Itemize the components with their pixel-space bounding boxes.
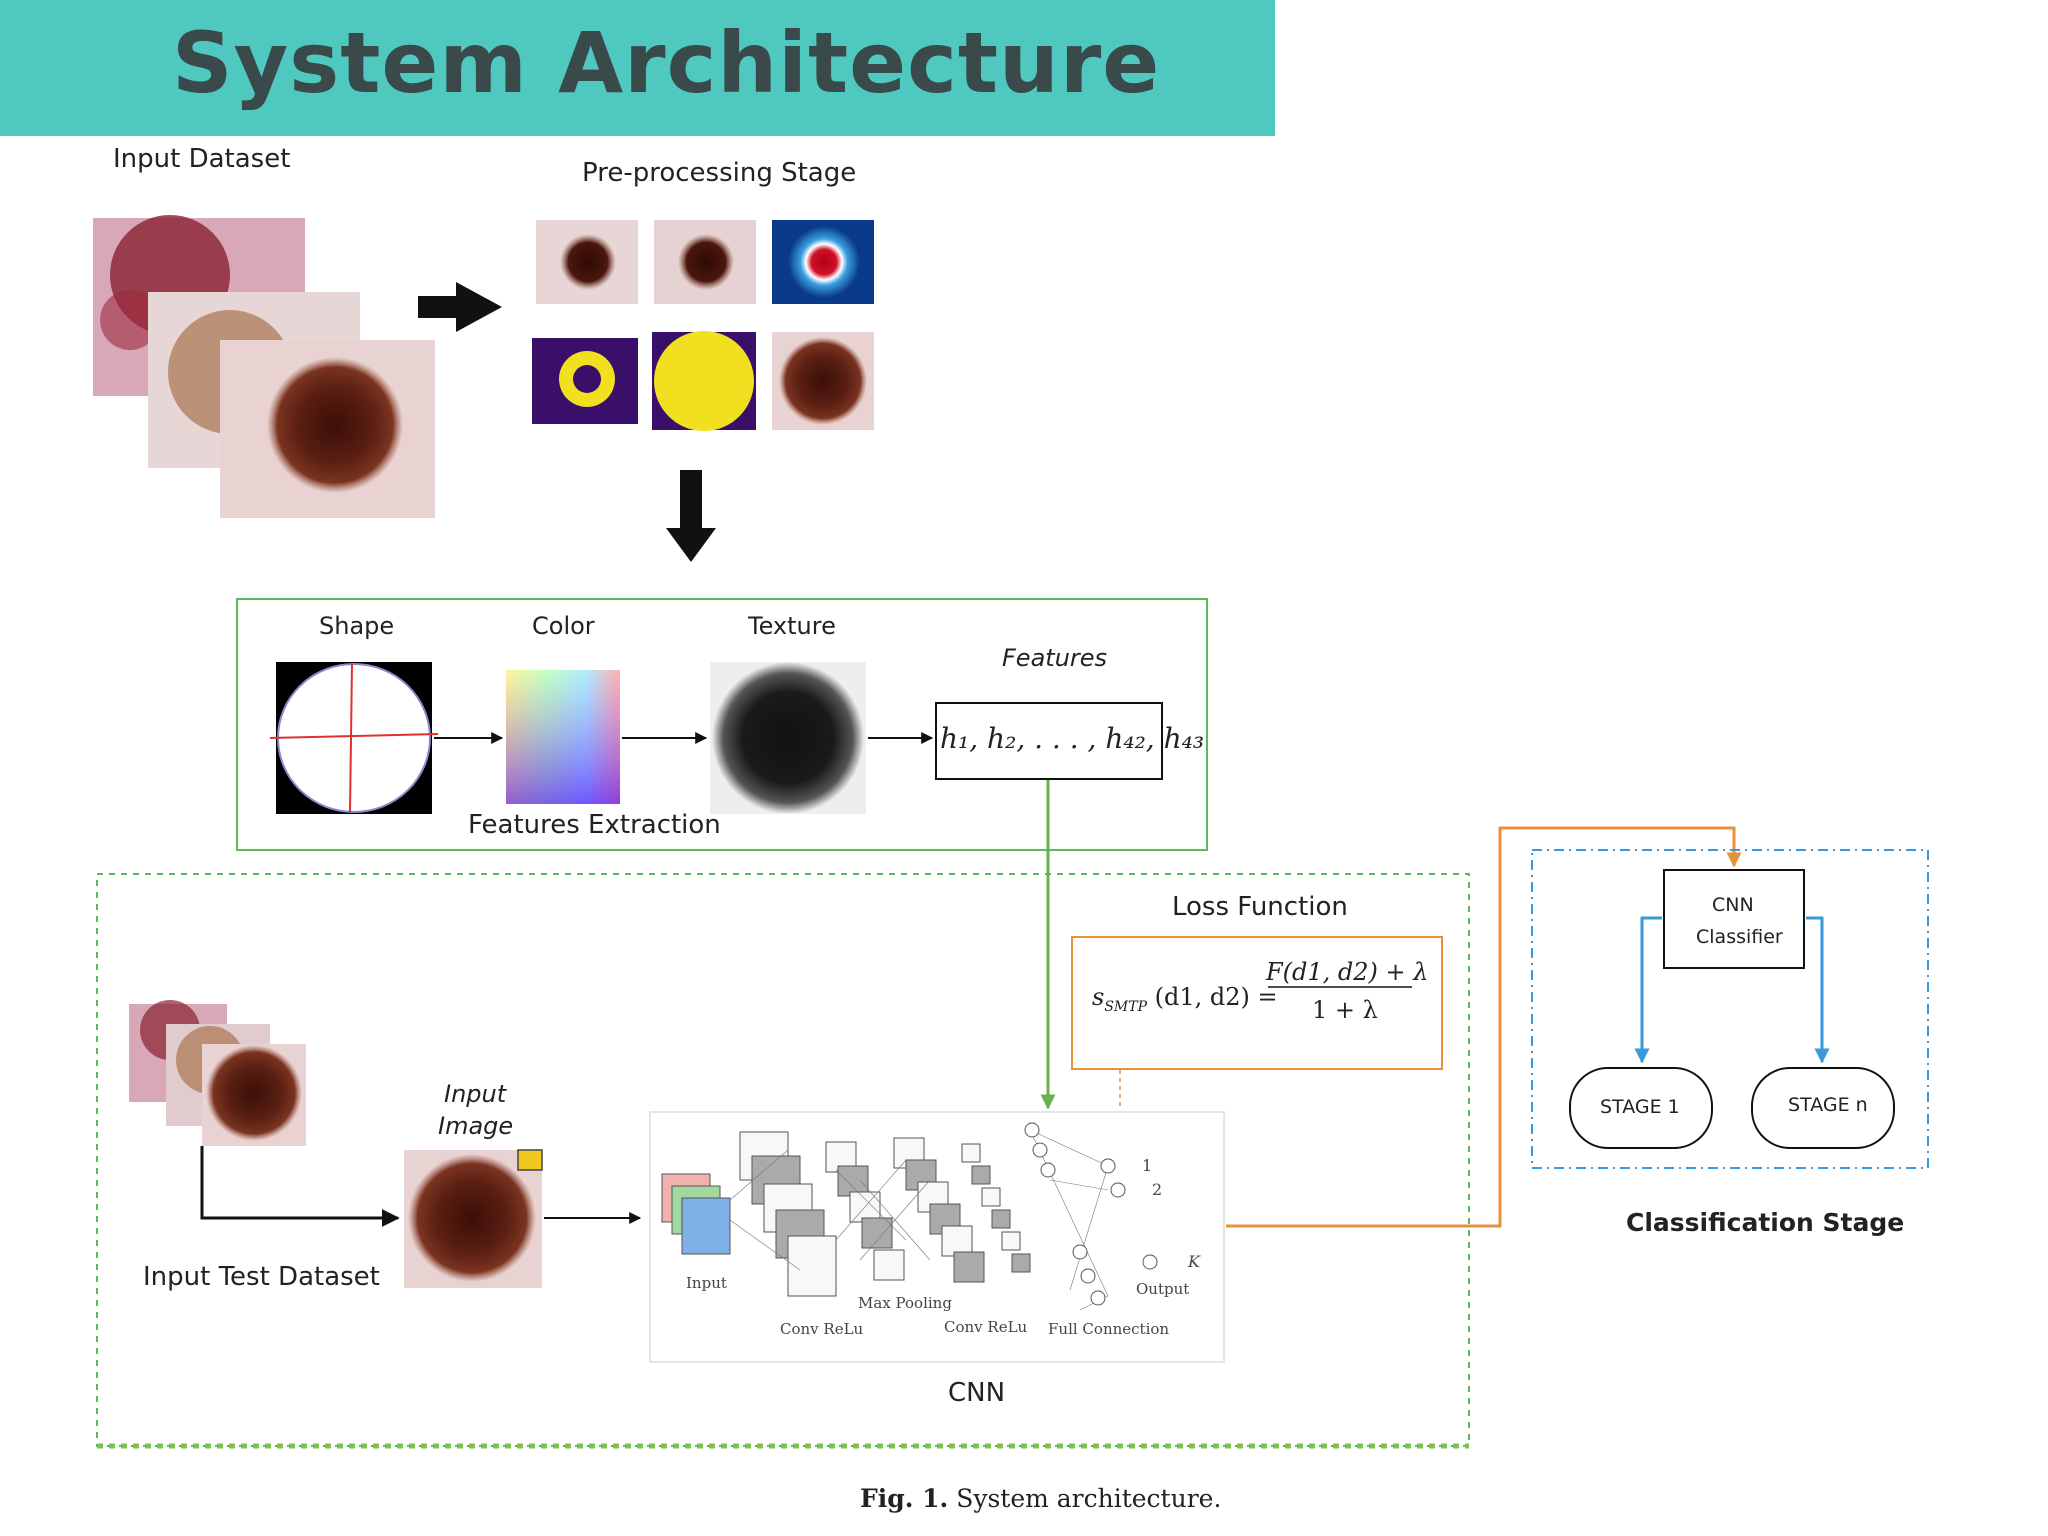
cnn-classifier-line1: CNN [1712, 894, 1754, 916]
classification-stage-label: Classification Stage [1626, 1208, 1905, 1237]
figure-caption-text: System architecture. [956, 1484, 1222, 1513]
features-extraction-box [236, 598, 1208, 851]
arrow-right-preprocess [418, 282, 502, 332]
cnn-conv1-label: Conv ReLu [780, 1320, 864, 1338]
input-test-dataset-label: Input Test Dataset [143, 1262, 380, 1292]
stage-n-label: STAGE n [1788, 1094, 1868, 1116]
cnn-classifier-line2: Classifier [1696, 926, 1783, 948]
features-vector: h₁, h₂, . . . , h₄₂, h₄₃ [940, 722, 1205, 755]
cnn-classifier-box [1663, 869, 1805, 969]
title-bar [0, 0, 1275, 136]
input-dataset-label: Input Dataset [113, 144, 291, 174]
stage-1-box [1569, 1067, 1713, 1149]
cnn-output-label: Output [1136, 1280, 1190, 1298]
features-extraction-label: Features Extraction [468, 810, 721, 840]
loss-args: (d1, d2) = [1154, 983, 1278, 1011]
loss-lhs-symbol: s [1092, 983, 1105, 1011]
loss-lhs: sSMTP (d1, d2) = [1092, 983, 1278, 1015]
input-dataset-images [93, 215, 435, 518]
input-image-label-2: Image [438, 1112, 514, 1140]
cnn-out-2: 2 [1152, 1180, 1163, 1199]
page-title: System Architecture [172, 14, 1161, 112]
cnn-label: CNN [948, 1378, 1006, 1408]
shape-label: Shape [319, 612, 395, 640]
cnn-conv2-label: Conv ReLu [944, 1318, 1028, 1336]
texture-image [710, 662, 866, 814]
cnn-out-k: K [1188, 1252, 1200, 1271]
arrow-down-features [666, 470, 716, 562]
color-image [506, 670, 620, 804]
classification-box [1531, 849, 1929, 1169]
preprocessing-grid [532, 220, 874, 431]
features-vector-box [935, 702, 1163, 780]
figure-number: Fig. 1. [860, 1484, 949, 1513]
cnn-architecture [661, 1122, 1158, 1311]
input-image [404, 1149, 543, 1288]
preprocessing-label: Pre-processing Stage [582, 158, 857, 188]
orange-path [1226, 826, 1742, 1228]
test-dataset-images [129, 1000, 306, 1146]
loss-function-label: Loss Function [1172, 892, 1348, 922]
cnn-out-1: 1 [1142, 1156, 1153, 1175]
features-label: Features [1002, 644, 1108, 672]
stage-1-label: STAGE 1 [1600, 1096, 1680, 1118]
loss-function-box [1071, 936, 1443, 1070]
cnn-fc-label: Full Connection [1048, 1320, 1170, 1338]
loss-lhs-subscript: SMTP [1104, 998, 1148, 1015]
color-label: Color [532, 612, 595, 640]
shape-image [269, 662, 439, 814]
cnn-input-label: Input [686, 1274, 727, 1292]
figure-caption: Fig. 1. System architecture. [860, 1484, 1221, 1513]
loss-denominator: 1 + λ [1312, 996, 1378, 1024]
input-image-label-1: Input [444, 1080, 507, 1108]
loss-numerator: F(d1, d2) + λ [1266, 958, 1429, 986]
stage-n-box [1751, 1067, 1895, 1149]
texture-label: Texture [748, 612, 836, 640]
cnn-pool-label: Max Pooling [858, 1294, 952, 1312]
